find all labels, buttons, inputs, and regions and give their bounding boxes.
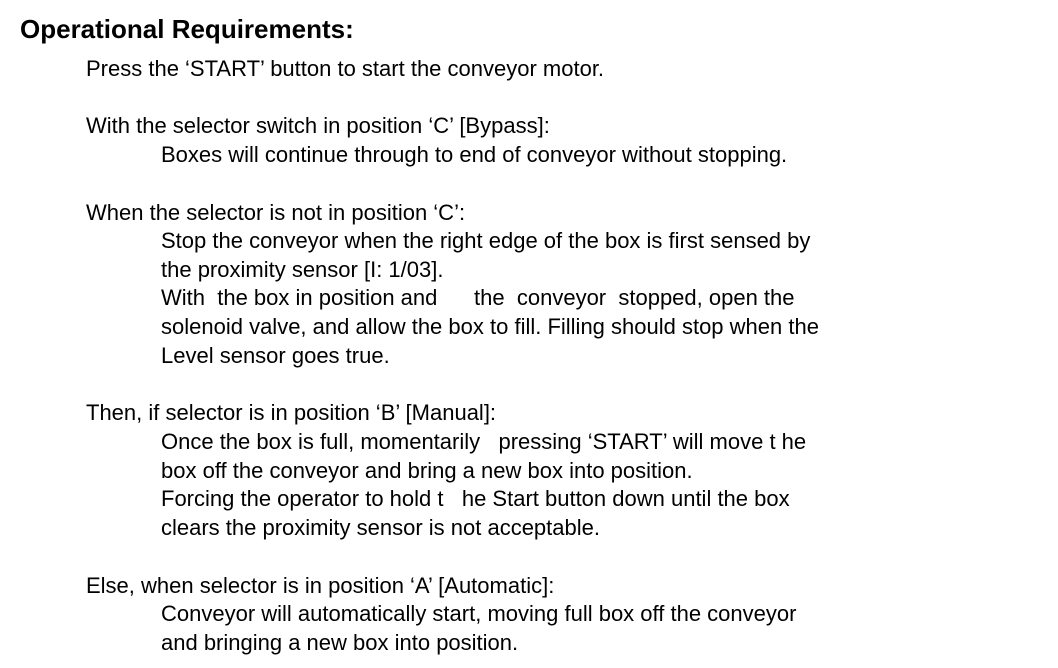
section-heading: Operational Requirements: [20, 14, 354, 44]
not-c-line: solenoid valve, and allow the box to fil… [161, 314, 819, 339]
automatic-line: and bringing a new box into position. [161, 630, 519, 655]
manual-line: Once the box is full, momentarily pressi… [161, 429, 807, 454]
not-c-condition: When the selector is not in position ‘C’… [86, 200, 466, 225]
manual-line: clears the proximity sensor is not accep… [161, 515, 600, 540]
not-c-line: Level sensor goes true. [161, 343, 390, 368]
start-instruction: Press the ‘START’ button to start the co… [86, 56, 605, 81]
manual-condition: Then, if selector is in position ‘B’ [Ma… [86, 400, 497, 425]
not-c-line: the proximity sensor [I: 1/03]. [161, 257, 444, 282]
automatic-line: Conveyor will automatically start, movin… [161, 601, 797, 626]
not-c-line: With the box in position and the conveyo… [161, 285, 795, 310]
manual-line: box off the conveyor and bring a new box… [161, 458, 693, 483]
not-c-line: Stop the conveyor when the right edge of… [161, 228, 811, 253]
automatic-condition: Else, when selector is in position ‘A’ [… [86, 573, 555, 598]
bypass-condition: With the selector switch in position ‘C’… [86, 113, 550, 138]
manual-line: Forcing the operator to hold t he Start … [161, 486, 790, 511]
bypass-line: Boxes will continue through to end of co… [161, 142, 788, 167]
